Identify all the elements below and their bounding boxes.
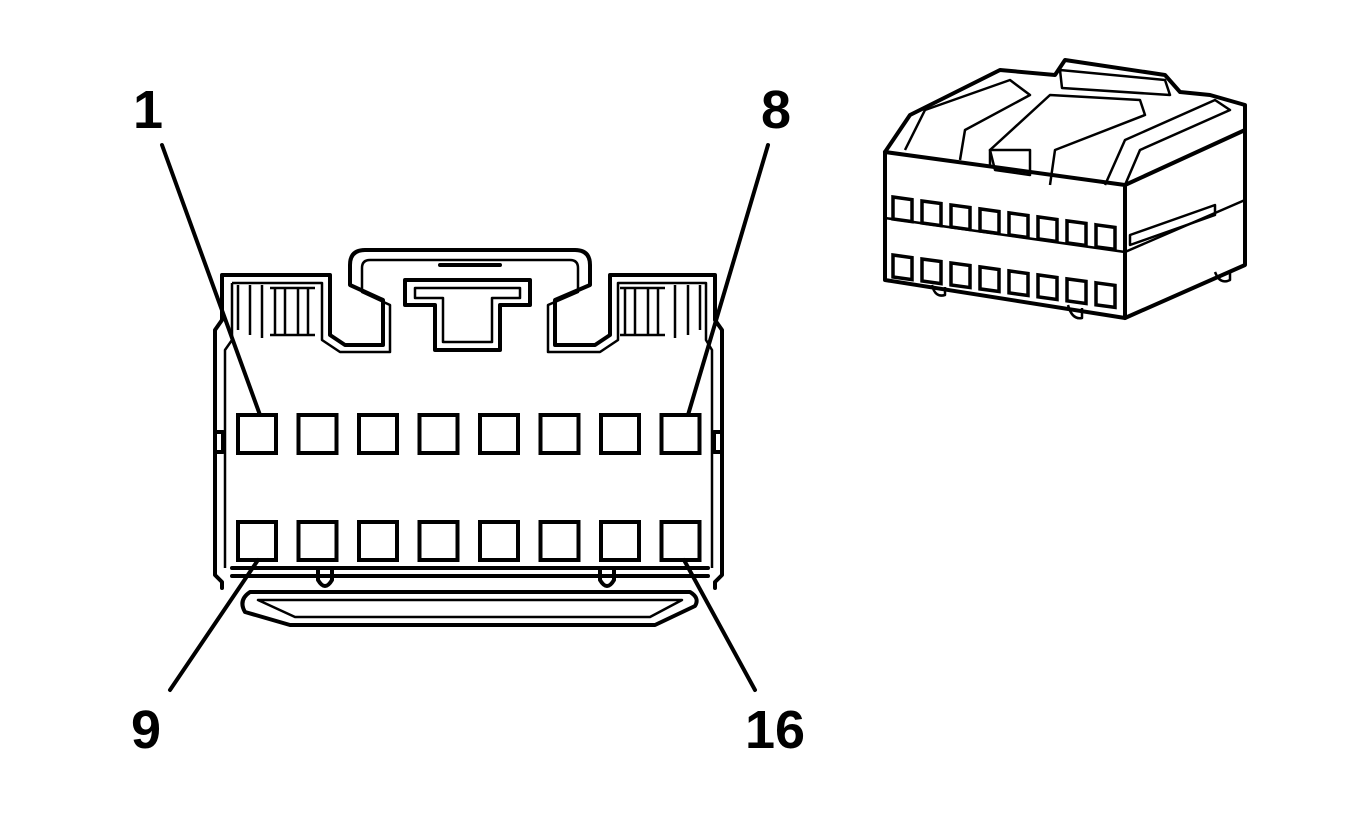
right-side-tab xyxy=(712,430,724,454)
bottom-rail xyxy=(230,566,710,578)
iso-cavity-15 xyxy=(1065,276,1088,306)
iso-cavity-11 xyxy=(949,260,972,290)
cavity-16 xyxy=(659,520,702,562)
cavity-11 xyxy=(357,520,399,562)
cavity-13 xyxy=(478,520,520,562)
bottom-skirt-inner xyxy=(256,598,684,619)
cavity-10 xyxy=(296,520,339,562)
leader-line-pin-8 xyxy=(686,143,770,417)
bottom-peg-left xyxy=(316,566,334,588)
iso-cavity-6 xyxy=(1036,214,1059,244)
iso-cavity-5 xyxy=(1007,210,1030,240)
iso-side-face xyxy=(1123,128,1247,320)
iso-cavity-14 xyxy=(1036,272,1059,302)
cavity-6 xyxy=(538,413,581,455)
cavity-1 xyxy=(236,413,278,455)
pin-label-1: 1 xyxy=(133,80,163,140)
cavity-15 xyxy=(599,520,641,562)
iso-peg-right xyxy=(1213,270,1232,283)
housing-inner-outline xyxy=(223,258,714,568)
iso-cavity-2 xyxy=(920,198,943,228)
cavity-grid-isometric xyxy=(891,194,1117,310)
cavity-5 xyxy=(478,413,520,455)
iso-cavity-8 xyxy=(1094,222,1117,252)
iso-cavity-16 xyxy=(1094,280,1117,310)
connector-face-view: 1 8 9 16 xyxy=(131,80,805,760)
cavity-4 xyxy=(417,413,460,455)
iso-cavity-13 xyxy=(1007,268,1030,298)
iso-cavity-9 xyxy=(891,252,914,282)
latch-block-inner xyxy=(413,286,522,344)
iso-cavity-1 xyxy=(891,194,914,224)
cavity-12 xyxy=(417,520,460,562)
housing-outline xyxy=(213,248,724,590)
pin-label-16: 16 xyxy=(745,700,805,760)
cavity-8 xyxy=(659,413,702,455)
cavity-9 xyxy=(236,520,278,562)
leader-line-pin-9 xyxy=(168,558,260,692)
iso-cavity-7 xyxy=(1065,218,1088,248)
cavity-14 xyxy=(538,520,581,562)
left-rib-detail xyxy=(236,285,315,338)
leader-line-pin-1 xyxy=(160,143,262,417)
iso-peg-mid xyxy=(1066,304,1084,320)
bottom-peg-right xyxy=(598,566,616,588)
cavity-3 xyxy=(357,413,399,455)
leader-line-pin-16 xyxy=(682,558,757,692)
pin-label-8: 8 xyxy=(761,80,791,140)
iso-peg-left xyxy=(930,284,947,297)
cavity-7 xyxy=(599,413,641,455)
right-rib-detail xyxy=(620,285,702,338)
left-side-tab xyxy=(213,430,225,454)
iso-top-rib-left xyxy=(903,78,1032,161)
iso-cavity-4 xyxy=(978,206,1001,236)
iso-cavity-12 xyxy=(978,264,1001,294)
connector-isometric-view xyxy=(883,58,1247,320)
iso-top-surface xyxy=(883,58,1247,154)
cavity-grid-face xyxy=(236,413,702,562)
iso-top-rib-right xyxy=(1103,98,1232,186)
iso-cavity-3 xyxy=(949,202,972,232)
pin-label-9: 9 xyxy=(131,700,161,760)
bottom-skirt xyxy=(240,590,699,627)
iso-side-slot xyxy=(1128,203,1217,247)
latch-block xyxy=(403,278,532,352)
cavity-2 xyxy=(296,413,339,455)
iso-latch xyxy=(988,68,1172,177)
iso-cavity-10 xyxy=(920,256,943,286)
